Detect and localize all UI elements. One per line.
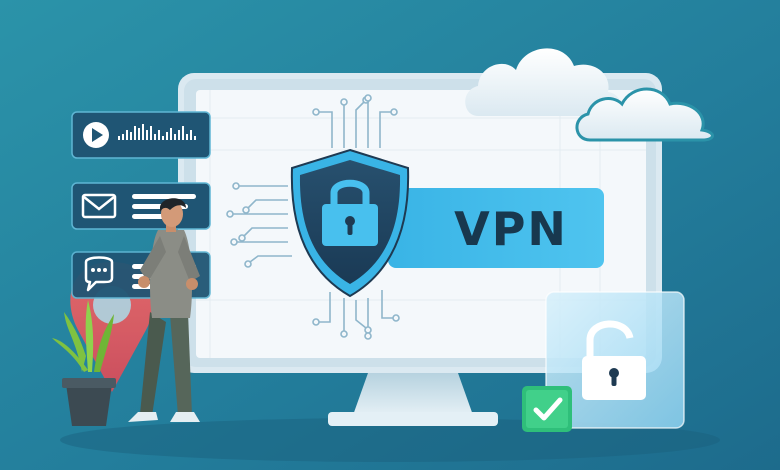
mail-card: [71, 182, 211, 230]
monitor-stand: [352, 373, 474, 418]
media-card: [71, 111, 211, 159]
chat-bubble-icon: [84, 256, 114, 292]
cloud-icon: [465, 48, 714, 142]
person-figure: [128, 198, 200, 422]
monitor-base: [328, 412, 498, 426]
audio-waveform: [118, 124, 196, 140]
unlocked-padlock-icon: [545, 291, 685, 429]
vpn-bar: [388, 188, 604, 268]
potted-plant: [52, 300, 116, 426]
play-icon: [83, 122, 109, 148]
shield-lock-icon: [290, 148, 410, 298]
envelope-icon: [81, 193, 117, 219]
check-icon: [522, 386, 572, 432]
